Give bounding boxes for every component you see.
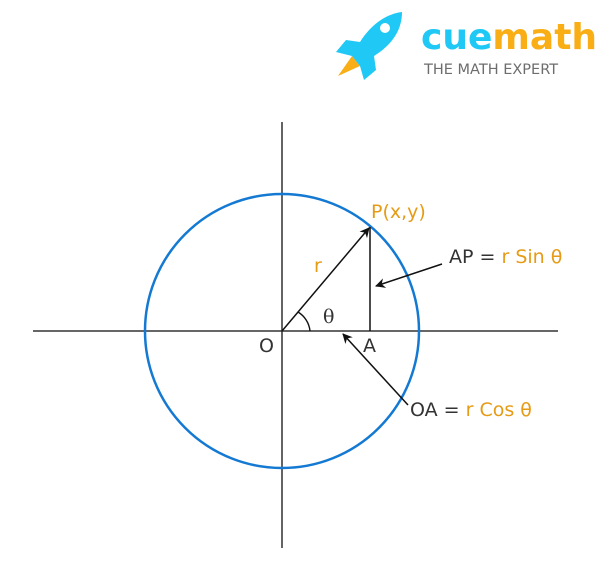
angle-arc <box>297 311 311 332</box>
point-a-label: A <box>363 335 376 357</box>
theta-label: θ <box>323 306 334 328</box>
radius-arrow <box>281 227 370 332</box>
circle <box>143 192 421 470</box>
logo-tagline: THE MATH EXPERT <box>423 62 558 78</box>
oa-pointer-arrow <box>342 333 409 406</box>
cuemath-logo: cuemath THE MATH EXPERT <box>336 12 597 80</box>
oa-formula-lhs: OA = <box>410 399 466 421</box>
ap-formula-rhs: r Sin θ <box>501 246 562 268</box>
logo-cue: cue <box>421 17 492 58</box>
origin-label: O <box>259 335 274 357</box>
svg-text:cuemath: cuemath <box>421 17 597 58</box>
ap-formula: AP = r Sin θ <box>449 246 562 268</box>
logo-math: math <box>492 17 597 58</box>
point-p-label: P(x,y) <box>371 201 426 223</box>
radius-label: r <box>314 255 322 277</box>
oa-formula: OA = r Cos θ <box>410 399 532 421</box>
ap-formula-lhs: AP = <box>449 246 501 268</box>
ap-pointer-arrow <box>375 263 443 288</box>
rocket-icon <box>336 12 402 80</box>
oa-formula-rhs: r Cos θ <box>466 399 532 421</box>
